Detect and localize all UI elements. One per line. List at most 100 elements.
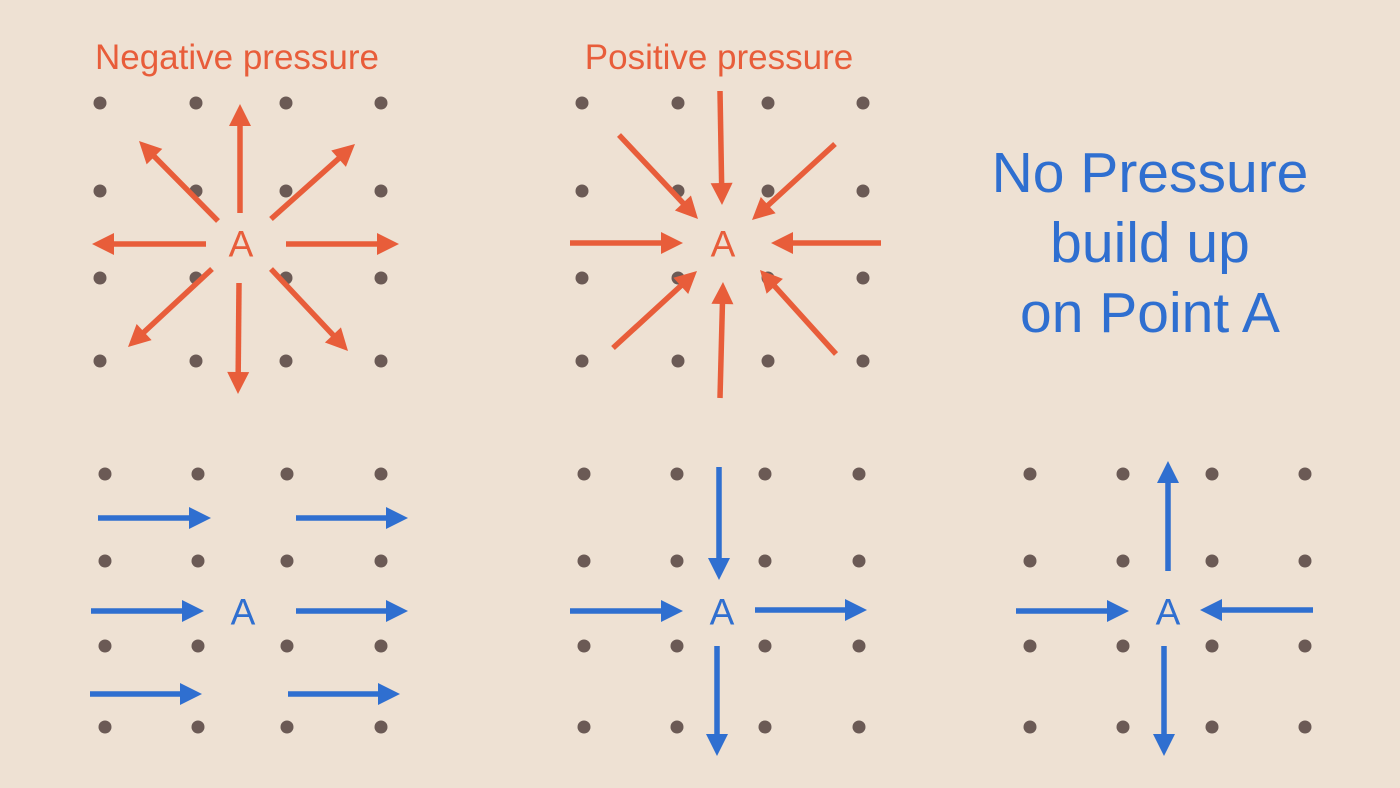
negative-pressure-title: Negative pressure <box>94 38 380 77</box>
positive-grid-dot <box>761 96 775 110</box>
positive-pressure-arrow <box>752 141 837 220</box>
point-a-uniform-label: A <box>230 591 256 633</box>
point-a-negative-label: A <box>228 223 254 265</box>
turn-grid-dot <box>1298 639 1312 653</box>
turn-flow-arrow <box>1157 461 1179 571</box>
uniform-grid-dot <box>374 639 388 653</box>
split-grid-dot <box>670 554 684 568</box>
positive-grid-dot <box>856 271 870 285</box>
positive-grid-dot <box>575 184 589 198</box>
negative-grid-dot <box>279 184 293 198</box>
caption-line-1: No Pressure <box>991 141 1309 205</box>
split-flow-arrow <box>706 646 728 756</box>
positive-grid-dot <box>856 354 870 368</box>
split-grid-dot <box>577 467 591 481</box>
turn-grid-dot <box>1023 467 1037 481</box>
negative-pressure-arrow <box>286 233 399 255</box>
uniform-grid-dot <box>374 467 388 481</box>
turn-grid-dot <box>1116 467 1130 481</box>
positive-grid-dot <box>856 184 870 198</box>
positive-grid-dot <box>856 96 870 110</box>
uniform-grid-dot <box>191 720 205 734</box>
negative-pressure-arrow <box>92 233 206 255</box>
uniform-flow-arrow <box>90 683 202 705</box>
positive-pressure-arrow <box>771 232 881 254</box>
turn-flow-arrow <box>1200 599 1313 621</box>
split-flow-arrow <box>755 599 867 621</box>
split-grid-dot <box>852 639 866 653</box>
turn-grid-dot <box>1205 467 1219 481</box>
positive-grid-dot <box>671 354 685 368</box>
uniform-flow-arrow <box>288 683 400 705</box>
caption-line-2: build up <box>1050 211 1250 275</box>
positive-pressure-arrow <box>611 271 697 351</box>
uniform-grid-dot <box>374 554 388 568</box>
caption-line-3: on Point A <box>1020 281 1280 345</box>
turn-grid-dot <box>1116 554 1130 568</box>
split-grid-dot <box>852 720 866 734</box>
turn-flow-arrow <box>1153 646 1175 756</box>
turn-flow-arrow <box>1016 600 1129 622</box>
split-grid-dot <box>670 467 684 481</box>
uniform-flow-arrow <box>296 507 408 529</box>
turn-grid-dot <box>1023 720 1037 734</box>
negative-grid-dot <box>93 271 107 285</box>
positive-grid-dot <box>575 271 589 285</box>
split-grid-dot <box>852 467 866 481</box>
turn-grid-dot <box>1023 639 1037 653</box>
point-a-split-label: A <box>709 591 735 633</box>
point-a-turn-label: A <box>1155 591 1181 633</box>
uniform-grid-dot <box>374 720 388 734</box>
positive-grid-dot <box>671 96 685 110</box>
split-grid-dot <box>670 639 684 653</box>
negative-grid-dot <box>374 96 388 110</box>
negative-grid-dot <box>279 354 293 368</box>
positive-grid-dot <box>575 96 589 110</box>
split-flow-arrow <box>708 467 730 580</box>
positive-pressure-arrow <box>760 270 839 356</box>
split-grid-dot <box>758 639 772 653</box>
negative-pressure-arrow <box>269 144 355 222</box>
negative-pressure-arrow <box>229 104 251 213</box>
uniform-grid-dot <box>98 467 112 481</box>
split-grid-dot <box>577 720 591 734</box>
turn-grid-dot <box>1205 554 1219 568</box>
uniform-grid-dot <box>98 639 112 653</box>
turn-grid-dot <box>1116 720 1130 734</box>
positive-pressure-title: Positive pressure <box>584 38 854 77</box>
split-flow-arrow <box>570 600 683 622</box>
turn-grid-dot <box>1023 554 1037 568</box>
negative-grid-dot <box>279 96 293 110</box>
no-pressure-caption: No Pressure build up on Point A <box>992 138 1309 348</box>
negative-pressure-arrow <box>128 266 214 347</box>
split-grid-dot <box>758 554 772 568</box>
negative-grid-dot <box>93 184 107 198</box>
uniform-grid-dot <box>280 554 294 568</box>
positive-grid-dot <box>575 354 589 368</box>
positive-pressure-arrow <box>710 90 733 205</box>
uniform-flow-arrow <box>98 507 211 529</box>
turn-grid-dot <box>1298 720 1312 734</box>
split-grid-dot <box>670 720 684 734</box>
negative-pressure-arrow <box>139 141 220 223</box>
negative-pressure-arrow <box>268 267 348 351</box>
uniform-grid-dot <box>280 467 294 481</box>
negative-grid-dot <box>374 271 388 285</box>
uniform-grid-dot <box>98 554 112 568</box>
turn-grid-dot <box>1298 467 1312 481</box>
uniform-grid-dot <box>191 554 205 568</box>
split-grid-dot <box>577 639 591 653</box>
negative-grid-dot <box>93 354 107 368</box>
uniform-grid-dot <box>191 467 205 481</box>
turn-grid-dot <box>1205 639 1219 653</box>
uniform-grid-dot <box>280 720 294 734</box>
point-a-positive-label: A <box>710 223 736 265</box>
negative-grid-dot <box>189 354 203 368</box>
positive-grid-dot <box>761 184 775 198</box>
uniform-grid-dot <box>280 639 294 653</box>
positive-pressure-arrow <box>711 282 734 399</box>
negative-grid-dot <box>93 96 107 110</box>
turn-grid-dot <box>1205 720 1219 734</box>
